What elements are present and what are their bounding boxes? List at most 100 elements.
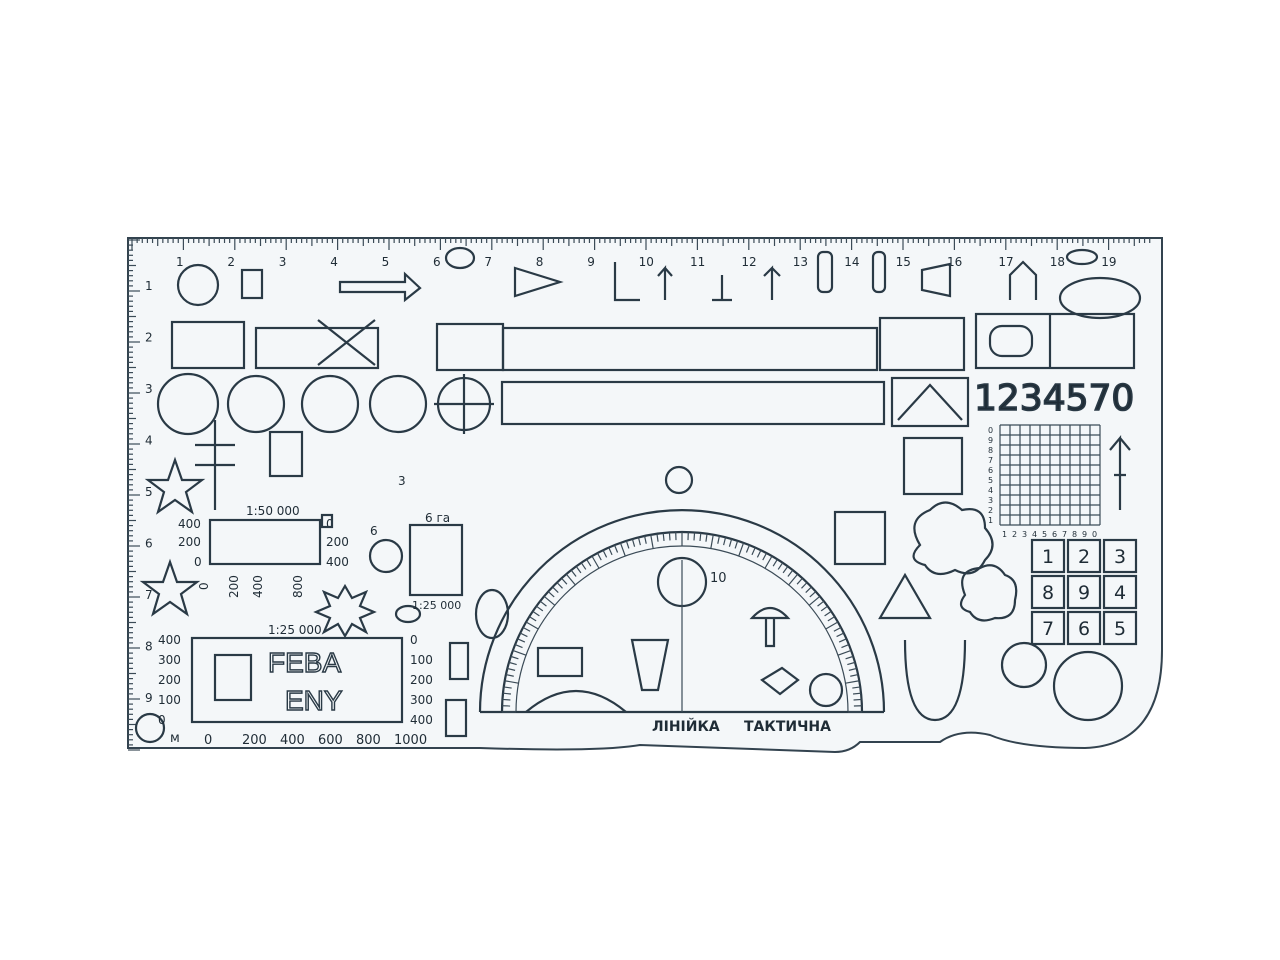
protractor-tick (827, 616, 835, 622)
grid-v-label: 7 (988, 456, 993, 465)
top-ruler-label: 6 (433, 255, 441, 269)
north-arrow-icon (1109, 434, 1131, 510)
protractor: 10 (478, 465, 886, 714)
protractor-tick (838, 638, 847, 643)
stamp-line-2: ENY (285, 685, 343, 716)
protractor-tick (552, 586, 559, 593)
top-ruler-label: 8 (536, 255, 544, 269)
protractor-tick (602, 549, 608, 558)
protractor-center-label: 10 (710, 571, 727, 586)
scale-50k-right-200: 200 (326, 535, 349, 549)
grid-h-label: 2 (1012, 530, 1017, 539)
protractor-scale-arc (515, 545, 849, 713)
protractor-tick (693, 532, 696, 541)
grid-h-label: 7 (1062, 530, 1067, 539)
cloud-symbol (912, 501, 994, 576)
circle-frame-1 (156, 372, 220, 436)
cloud-symbol-2 (959, 564, 1018, 622)
protractor-tick (728, 538, 733, 547)
keypad-cell (1030, 610, 1066, 646)
keypad-cell (1102, 610, 1138, 646)
protractor-tick (717, 535, 721, 544)
symbols-row-2 (170, 312, 1136, 372)
protractor-tick (825, 621, 839, 630)
keypad-digit: 7 (1042, 618, 1054, 640)
left-ruler-label: 7 (145, 588, 153, 602)
top-ruler-label: 14 (844, 255, 859, 269)
scale-50k-bottom-800: 800 (291, 575, 305, 598)
top-ruler-label: 3 (279, 255, 287, 269)
protractor-tick (699, 532, 702, 542)
unit-frame-1 (170, 320, 246, 370)
house-symbol (1008, 260, 1038, 300)
protractor-tick (756, 549, 762, 558)
inner-square (213, 653, 253, 702)
big-scale-bottom-label: 800 (356, 733, 381, 748)
pillar-symbol (195, 420, 235, 510)
top-ruler-label: 9 (587, 255, 595, 269)
square-frame (268, 430, 304, 478)
protractor-tick (845, 655, 854, 660)
grid-h-label: 1 (1002, 530, 1007, 539)
roof-symbol (897, 383, 963, 421)
protractor-tick (734, 540, 739, 549)
protractor-tick (556, 582, 563, 589)
grid-v-label: 9 (988, 436, 993, 445)
protractor-outer-arc (478, 508, 886, 713)
scale-50k-bottom-200: 200 (227, 575, 241, 598)
big-scale-bottom-label: 200 (242, 733, 267, 748)
unit-frame-2 (254, 326, 380, 370)
grid-v-label: 5 (988, 476, 993, 485)
explosion-symbol (313, 583, 377, 639)
unit-frame-7 (500, 380, 886, 426)
scale-50k-label: 1:50 000 (246, 504, 300, 518)
protractor-tick (608, 547, 613, 556)
oval-symbol (444, 246, 476, 270)
protractor-tick (809, 591, 817, 598)
protractor-tick (503, 686, 512, 689)
left-ruler-label: 4 (145, 434, 153, 448)
balloon-symbol (474, 588, 510, 640)
top-ruler-label: 1 (176, 255, 184, 269)
triangle-symbol (878, 572, 932, 620)
protractor-tick (852, 692, 862, 695)
scale-50k-left-0: 0 (194, 555, 202, 569)
big-scale-left-label: 400 (158, 633, 181, 647)
protractor-tick (536, 605, 544, 612)
protractor-tick (502, 698, 511, 701)
keypad-cell (1102, 538, 1138, 574)
circle-frame-4 (368, 374, 428, 434)
symbols-row-3 (156, 372, 970, 436)
keypad-digit: 9 (1078, 582, 1090, 604)
keypad-cell (1030, 574, 1066, 610)
protractor-tick (817, 600, 825, 607)
protractor-tick (614, 544, 619, 553)
big-scale-bottom-label: 1000 (394, 733, 427, 748)
grid-h-label: 4 (1032, 530, 1037, 539)
keypad-cell (1030, 538, 1066, 574)
big-scale-left-label: 0 (158, 713, 166, 727)
protractor-tick (619, 542, 626, 557)
left-ruler-label: 2 (145, 331, 153, 345)
small-oval-symbol (1065, 248, 1099, 266)
protractor-tick (507, 667, 516, 671)
protractor-tick (570, 569, 577, 577)
grid-h-label: 6 (1052, 530, 1057, 539)
protractor-tick (853, 698, 862, 701)
protractor-tick (637, 537, 641, 546)
top-ruler-label: 4 (330, 255, 338, 269)
rect-frame-6ga (408, 523, 464, 597)
top-ruler-label: 5 (382, 255, 390, 269)
arrow-symbol (338, 271, 422, 303)
protractor-tick (751, 547, 756, 556)
protractor-tick (787, 569, 794, 577)
grid-v-label: 3 (988, 496, 993, 505)
pin-symbol (712, 275, 732, 302)
big-scale-bottom-label: 0 (204, 733, 212, 748)
grid-h-label: 9 (1082, 530, 1087, 539)
small-square (320, 513, 334, 529)
circle-mark-6 (368, 538, 404, 574)
protractor-tick (525, 621, 539, 630)
